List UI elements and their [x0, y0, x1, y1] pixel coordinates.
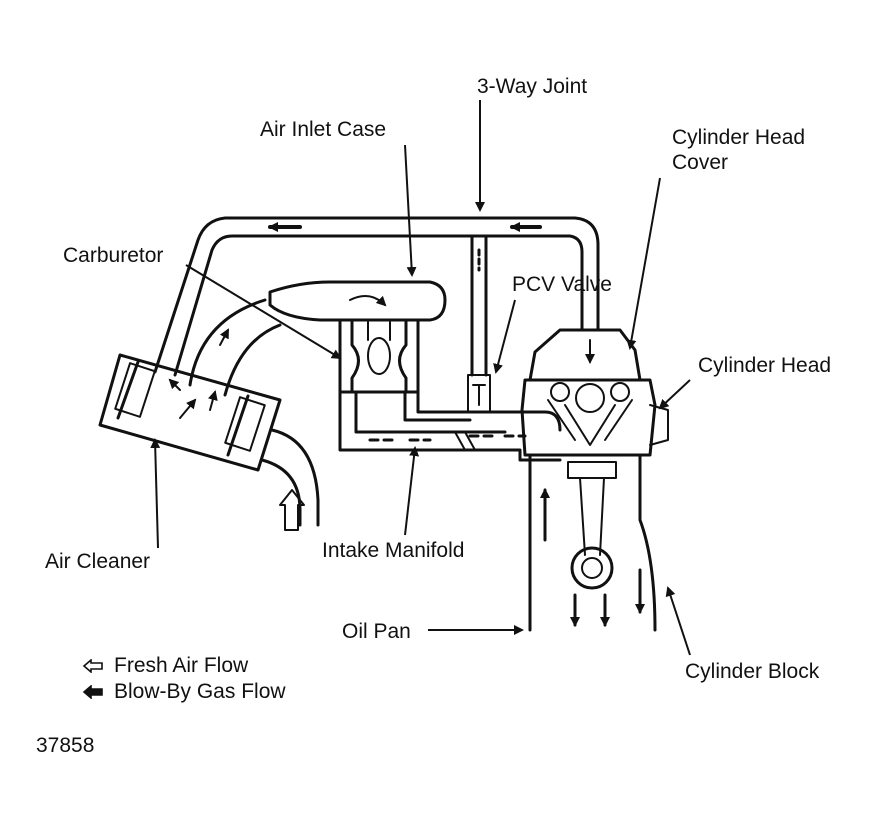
cylinder-head-cover-label-line1: Cylinder Head	[672, 126, 806, 149]
leader-lines	[150, 100, 691, 656]
legend-blow-by: Blow-By Gas Flow	[82, 680, 286, 704]
intake-manifold	[338, 390, 562, 462]
legend-fresh-air: Fresh Air Flow	[82, 654, 248, 678]
air-inlet-case-label: Air Inlet Case	[260, 118, 387, 141]
legend-blow-by-label: Blow-By Gas Flow	[114, 680, 286, 703]
cylinder-head-cover-label-line2: Cover	[672, 151, 729, 174]
carburetor-label: Carburetor	[63, 244, 164, 267]
air-cleaner	[98, 298, 320, 531]
intake-manifold-label: Intake Manifold	[322, 539, 465, 562]
legend-fresh-air-label: Fresh Air Flow	[114, 654, 249, 677]
cylinder-block-label: Cylinder Block	[685, 660, 820, 683]
three-way-joint-label: 3-Way Joint	[477, 75, 588, 98]
air-cleaner-label: Air Cleaner	[45, 550, 151, 573]
engine	[520, 328, 669, 632]
pcv-valve-label: PCV Valve	[512, 273, 612, 296]
fresh-air-arrow-icon	[82, 659, 103, 673]
oil-pan-label: Oil Pan	[342, 620, 411, 643]
pcv-valve	[467, 374, 491, 413]
blow-by-arrow-icon	[82, 685, 103, 699]
figure-number: 37858	[36, 734, 95, 757]
breather-hose	[153, 216, 600, 377]
air-inlet-case	[268, 280, 447, 322]
cylinder-head-label: Cylinder Head	[698, 354, 832, 377]
carburetor	[338, 318, 420, 394]
